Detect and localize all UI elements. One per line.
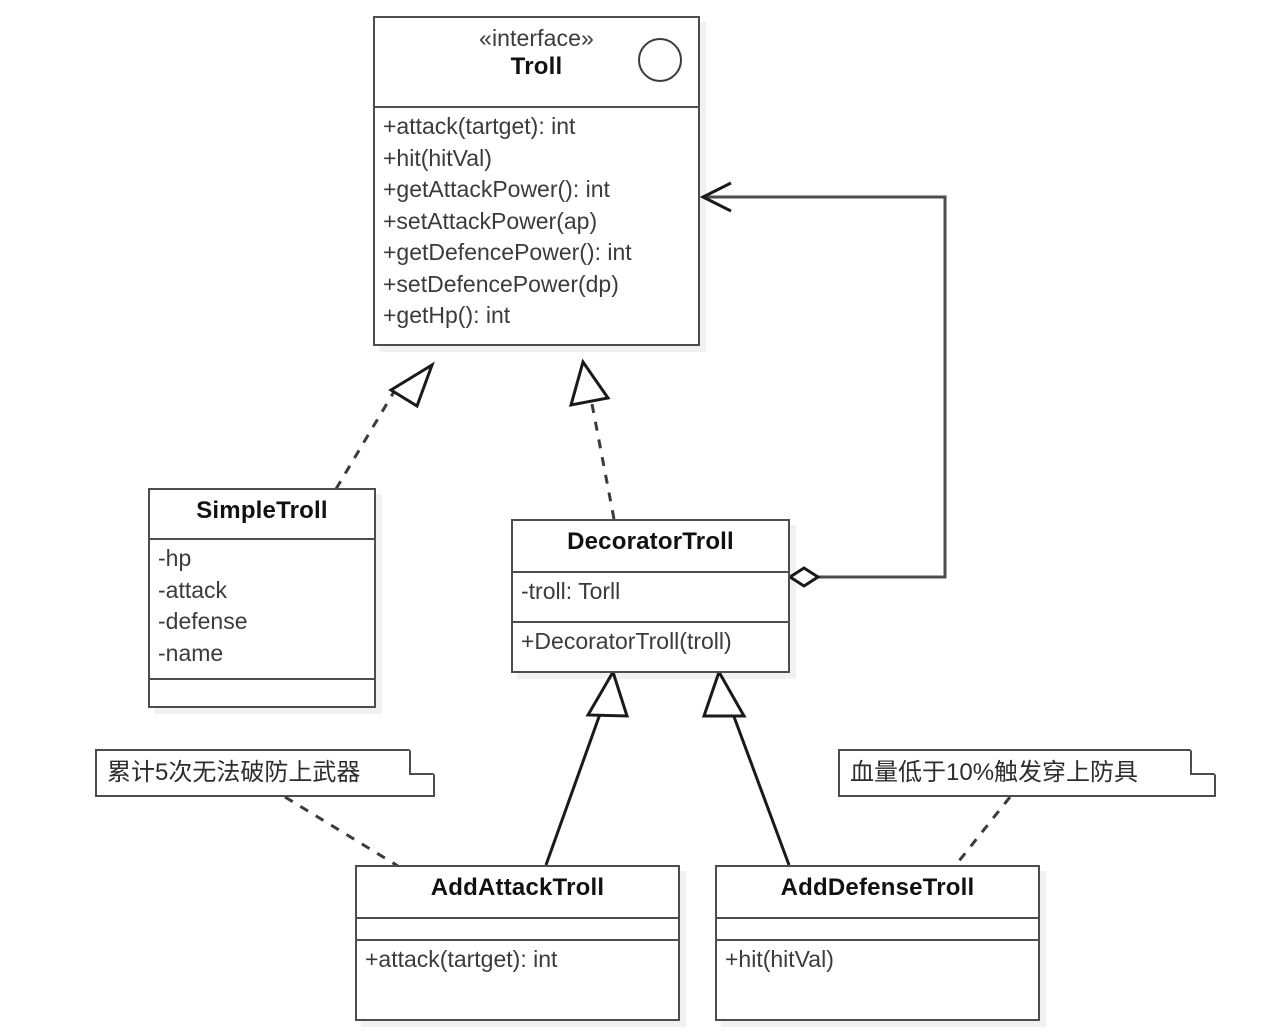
adddefensetroll-class-name: AddDefenseTroll [780, 874, 975, 901]
edge-decoratortroll-realizes-troll [568, 358, 616, 520]
simpletroll-class-name: SimpleTroll [196, 497, 328, 524]
troll-operation: +setDefencePower(dp) [383, 270, 619, 297]
troll-operation: +getAttackPower(): int [383, 176, 610, 202]
decoratortroll-attribute: -troll: Torll [521, 578, 621, 604]
simpletroll-operations [150, 678, 374, 706]
adddefensetroll-operation: +hit(hitVal) [725, 946, 834, 972]
edge-simpletroll-realizes-troll [334, 361, 435, 490]
interface-circle-icon [638, 38, 682, 82]
simpletroll-attribute: -name [158, 639, 224, 666]
troll-operation: +hit(hitVal) [383, 144, 492, 171]
decoratortroll-attributes: -troll: Torll [513, 571, 788, 621]
class-box-simpletroll[interactable]: SimpleTroll -hp -attack -defense -name [148, 488, 376, 708]
note-attack-text: 累计5次无法破防上武器 [107, 759, 361, 786]
addattacktroll-class-name: AddAttackTroll [430, 874, 605, 901]
note-attack-condition[interactable]: 累计5次无法破防上武器 [95, 749, 435, 797]
class-box-adddefensetroll[interactable]: AddDefenseTroll +hit(hitVal) [715, 865, 1040, 1021]
addattacktroll-header: AddAttackTroll [357, 867, 678, 917]
edge-addattacktroll-extends-decoratortroll [544, 668, 630, 866]
troll-header: «interface» Troll [375, 18, 698, 106]
adddefensetroll-header: AddDefenseTroll [717, 867, 1038, 917]
edge-attacknote-anchor [284, 795, 399, 868]
decoratortroll-class-name: DecoratorTroll [567, 528, 734, 555]
note-defense-condition[interactable]: 血量低于10%触发穿上防具 [838, 749, 1216, 797]
class-box-troll[interactable]: «interface» Troll +attack(tartget): int … [373, 16, 700, 346]
addattacktroll-operations: +attack(tartget): int [357, 939, 678, 1019]
adddefensetroll-attributes [717, 917, 1038, 939]
simpletroll-attribute: -attack [158, 576, 228, 603]
decoratortroll-operations: +DecoratorTroll(troll) [513, 621, 788, 671]
addattacktroll-operation: +attack(tartget): int [365, 946, 558, 972]
simpletroll-header: SimpleTroll [150, 490, 374, 538]
decoratortroll-operation: +DecoratorTroll(troll) [521, 628, 732, 654]
note-defense-text: 血量低于10%触发穿上防具 [850, 759, 1139, 786]
troll-operation: +attack(tartget): int [383, 113, 576, 139]
simpletroll-attribute: -hp [158, 545, 192, 571]
troll-operation: +setAttackPower(ap) [383, 207, 598, 234]
troll-operation: +getDefencePower(): int [383, 239, 632, 265]
decoratortroll-header: DecoratorTroll [513, 521, 788, 571]
simpletroll-attributes: -hp -attack -defense -name [150, 538, 374, 678]
adddefensetroll-operations: +hit(hitVal) [717, 939, 1038, 1019]
edge-defensenote-anchor [953, 796, 1012, 867]
troll-operations: +attack(tartget): int +hit(hitVal) +getA… [375, 106, 698, 344]
class-box-addattacktroll[interactable]: AddAttackTroll +attack(tartget): int [355, 865, 680, 1021]
troll-stereotype: «interface» [479, 25, 594, 51]
addattacktroll-attributes [357, 917, 678, 939]
simpletroll-attribute: -defense [158, 608, 248, 634]
edge-adddefensetroll-extends-decoratortroll [701, 668, 791, 866]
troll-operation: +getHp(): int [383, 302, 511, 328]
troll-class-name: Troll [510, 53, 563, 80]
class-box-decoratortroll[interactable]: DecoratorTroll -troll: Torll +DecoratorT… [511, 519, 790, 673]
